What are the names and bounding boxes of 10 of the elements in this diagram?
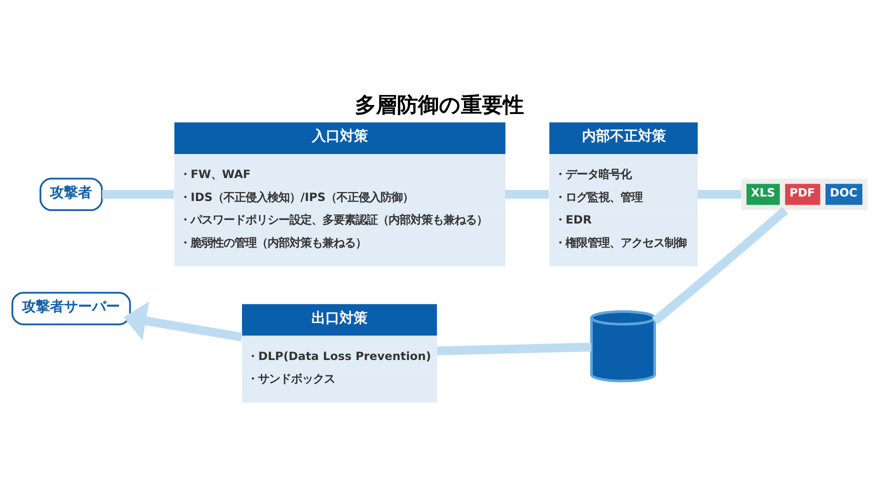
connector	[436, 342, 592, 356]
node-box: XLS PDF DOC	[741, 178, 868, 210]
diagram-title: 多層防御の重要性	[355, 92, 524, 118]
node-box: 攻撃者	[40, 178, 103, 212]
connector	[652, 207, 788, 324]
connector	[505, 190, 549, 199]
connector	[102, 190, 174, 199]
arrow	[124, 302, 242, 342]
connector	[698, 190, 741, 199]
node-box: 攻撃者サーバー	[11, 292, 131, 326]
